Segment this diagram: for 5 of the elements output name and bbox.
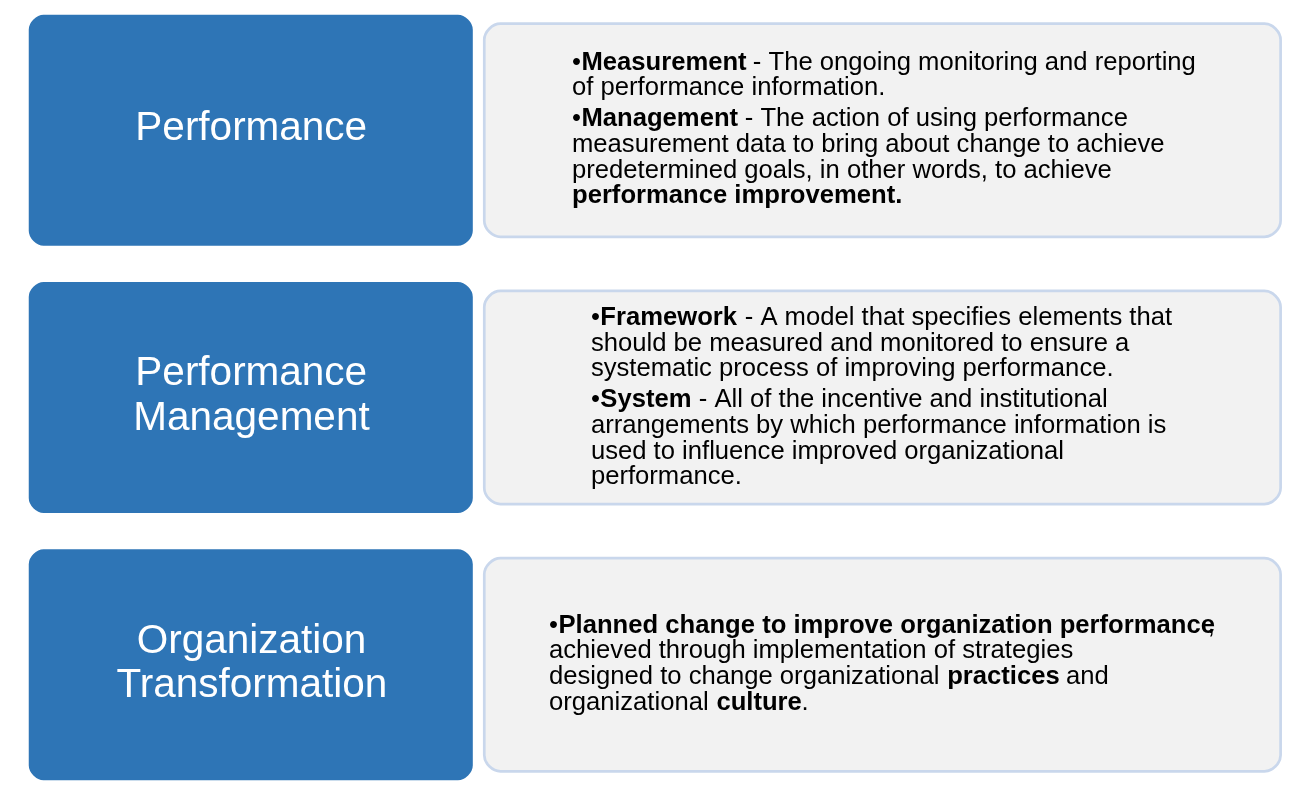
node-box: Performance Management: [26, 279, 476, 516]
node-box: Performance: [26, 12, 476, 249]
node-box: •Measurement - The ongoing monitoring and reporting of performance information. •Management - The action of using performance measurement data to bring about change to achieve predetermined goals, in other words, to achieve performance improvement.: [482, 22, 1282, 239]
node-box: •Framework - A model that specifies elements that should be measured and monitored to ensure a systematic process of improving performance. •System - All of the incentive and institutional arrangements by which performance information is used to influence improved organizational performance.: [482, 289, 1282, 506]
node-box: Organization Transformation: [26, 546, 476, 783]
